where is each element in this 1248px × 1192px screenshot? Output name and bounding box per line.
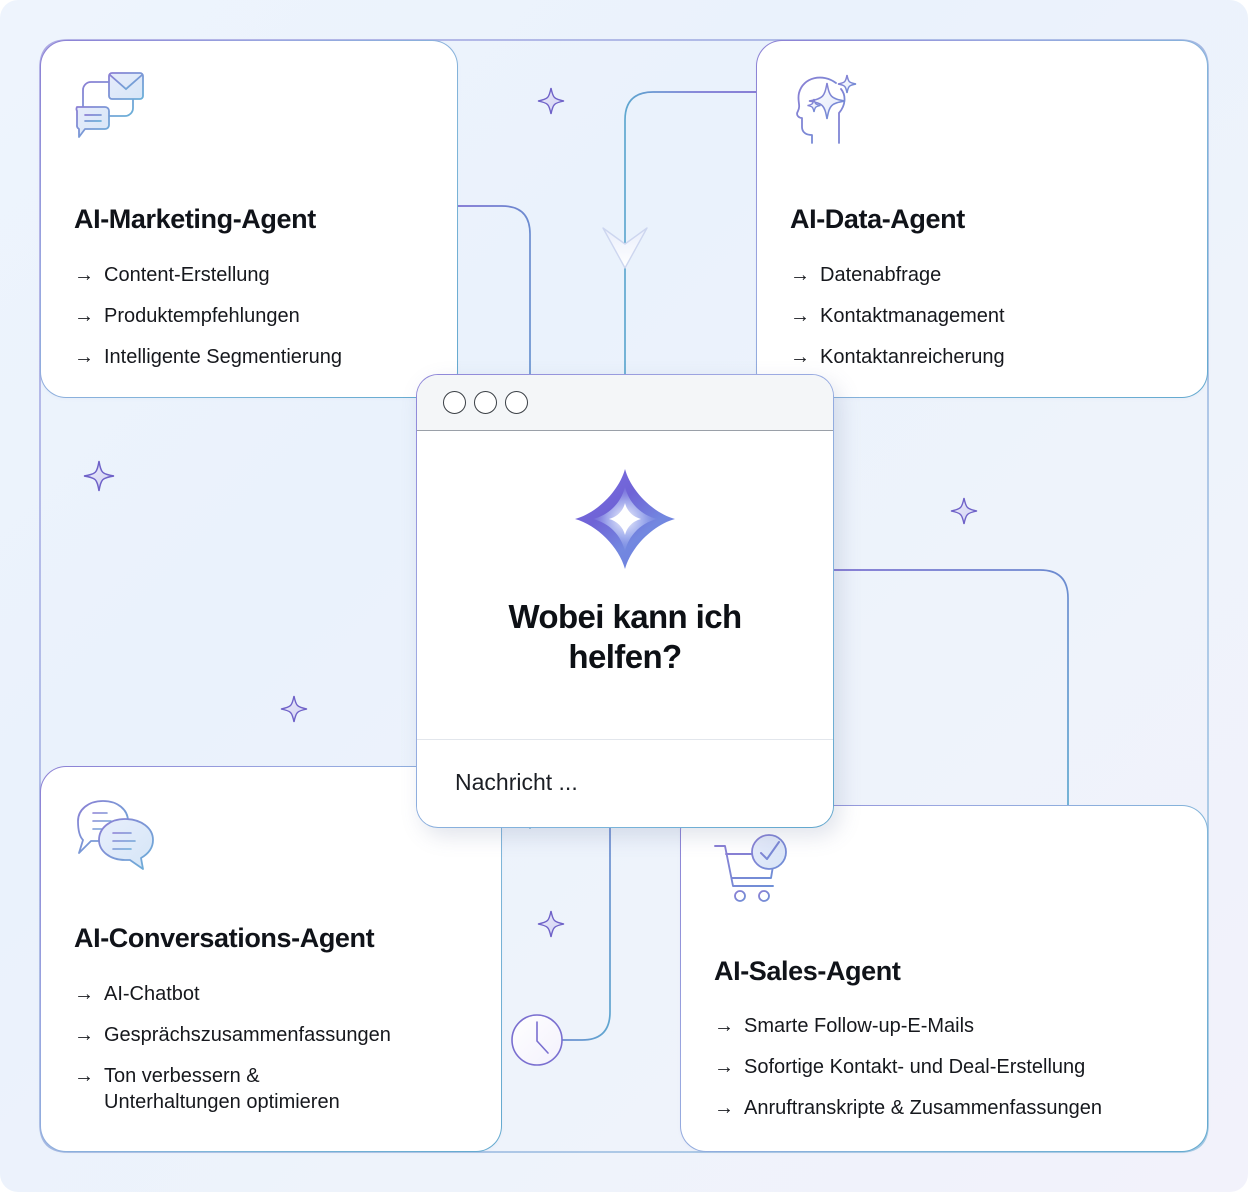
sparkle-left-lower xyxy=(280,695,308,723)
sparkle-right-mid xyxy=(950,497,978,525)
down-arrow-marker xyxy=(602,227,648,269)
list-item-label: Kontaktmanagement xyxy=(820,305,1005,328)
brain-sparkle-icon xyxy=(789,71,875,147)
card-ai-data-agent[interactable]: AI-Data-Agent → Datenabfrage → Kontaktma… xyxy=(756,40,1208,398)
sparkle-left-mid xyxy=(83,460,115,492)
arrow-right-icon: → xyxy=(714,1097,734,1120)
list-item-label: Kontaktanreicherung xyxy=(820,346,1005,369)
chat-message-input[interactable]: Nachricht ... xyxy=(417,740,833,825)
arrow-right-icon: → xyxy=(74,264,94,286)
list-item: → Intelligente Segmentierung xyxy=(74,345,342,370)
list-item-label: Produktempfehlungen xyxy=(104,305,300,328)
list-item: → Produktempfehlungen xyxy=(74,304,342,329)
maximize-dot-icon[interactable] xyxy=(505,391,528,414)
arrow-right-icon: → xyxy=(74,983,94,1005)
card-ai-conversations-agent[interactable]: AI-Conversations-Agent → AI-Chatbot → Ge… xyxy=(40,766,502,1152)
sparkle-bottom-center xyxy=(537,910,565,938)
list-item-label: AI-Chatbot xyxy=(104,983,200,1005)
card-feature-list: → Content-Erstellung → Produktempfehlung… xyxy=(74,263,342,387)
card-title: AI-Data-Agent xyxy=(790,204,965,234)
shopping-cart-check-icon xyxy=(711,834,797,910)
list-item-label: Sofortige Kontakt- und Deal-Erstellung xyxy=(744,1056,1086,1079)
arrow-right-icon: → xyxy=(74,1065,94,1088)
card-ai-sales-agent[interactable]: AI-Sales-Agent → Smarte Follow-up-E-Mail… xyxy=(680,805,1208,1152)
arrow-right-icon: → xyxy=(74,1024,94,1047)
card-title: AI-Sales-Agent xyxy=(714,956,901,986)
list-item: → Ton verbessern & Unterhaltungen optimi… xyxy=(74,1064,391,1114)
chat-window-body: Wobei kann ich helfen? xyxy=(417,431,833,740)
close-dot-icon[interactable] xyxy=(443,391,466,414)
list-item-label: Smarte Follow-up-E-Mails xyxy=(744,1015,975,1037)
card-feature-list: → Datenabfrage → Kontaktmanagement → Kon… xyxy=(790,263,1005,387)
list-item-label: Gesprächszusammenfassungen xyxy=(104,1024,391,1047)
ai-diamond-logo-icon xyxy=(571,465,679,573)
chat-heading: Wobei kann ich helfen? xyxy=(508,598,742,675)
list-item: → Datenabfrage xyxy=(790,263,1005,288)
list-item-label: Ton verbessern & Unterhaltungen optimier… xyxy=(104,1065,340,1113)
arrow-right-icon: → xyxy=(790,305,810,328)
email-chat-icon xyxy=(73,71,159,147)
sparkle-top-center xyxy=(537,87,565,115)
list-item-label: Intelligente Segmentierung xyxy=(104,346,342,369)
minimize-dot-icon[interactable] xyxy=(474,391,497,414)
list-item-label: Content-Erstellung xyxy=(104,264,270,286)
card-title: AI-Conversations-Agent xyxy=(74,923,375,953)
list-item: → Smarte Follow-up-E-Mails xyxy=(714,1014,1102,1039)
card-title: AI-Marketing-Agent xyxy=(74,204,316,234)
list-item: → Kontaktmanagement xyxy=(790,304,1005,329)
card-ai-marketing-agent[interactable]: AI-Marketing-Agent → Content-Erstellung … xyxy=(40,40,458,398)
arrow-right-icon: → xyxy=(790,264,810,286)
list-item: → Anruftranskripte & Zusammenfassungen xyxy=(714,1096,1102,1121)
card-feature-list: → AI-Chatbot → Gesprächszusammenfassunge… xyxy=(74,982,391,1131)
card-feature-list: → Smarte Follow-up-E-Mails → Sofortige K… xyxy=(714,1014,1102,1138)
arrow-right-icon: → xyxy=(714,1056,734,1079)
list-item-label: Anruftranskripte & Zusammenfassungen xyxy=(744,1097,1102,1120)
list-item-label: Datenabfrage xyxy=(820,264,942,286)
arrow-right-icon: → xyxy=(714,1015,734,1037)
list-item: → Gesprächszusammenfassungen xyxy=(74,1023,391,1048)
ai-chat-window[interactable]: Wobei kann ich helfen? Nachricht ... xyxy=(416,374,834,828)
arrow-right-icon: → xyxy=(74,305,94,328)
list-item: → Kontaktanreicherung xyxy=(790,345,1005,370)
arrow-right-icon: → xyxy=(790,346,810,369)
arrow-right-icon: → xyxy=(74,346,94,369)
list-item: → Content-Erstellung xyxy=(74,263,342,288)
list-item: → AI-Chatbot xyxy=(74,982,391,1007)
chat-window-titlebar xyxy=(417,375,833,431)
speech-bubbles-icon xyxy=(73,797,159,873)
list-item: → Sofortige Kontakt- und Deal-Erstellung xyxy=(714,1055,1102,1080)
chat-input-placeholder: Nachricht ... xyxy=(455,769,578,795)
clock-node-icon xyxy=(511,1014,563,1066)
